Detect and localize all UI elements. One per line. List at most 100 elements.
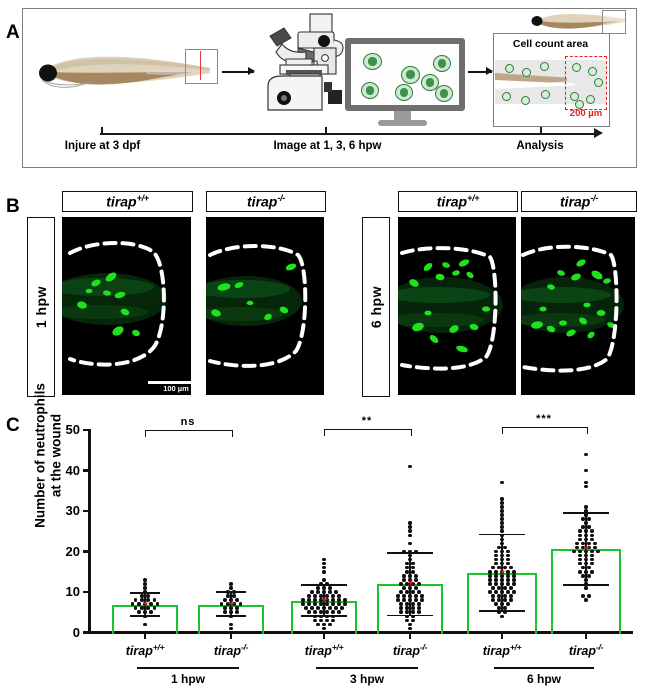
mean-marker: ✳ (583, 543, 591, 554)
data-point (512, 582, 516, 586)
data-point (488, 574, 492, 578)
data-point (229, 622, 233, 627)
x-category-label: tirap+/+ (482, 642, 522, 659)
x-category-label: tirap-/- (568, 642, 604, 659)
data-point (494, 574, 498, 578)
data-point (405, 606, 409, 610)
x-category-label: tirap-/- (213, 642, 249, 659)
data-point (417, 606, 421, 610)
data-point (506, 553, 510, 558)
micrograph-1hpw-ko (206, 217, 324, 395)
data-point (133, 598, 138, 602)
data-point (497, 610, 501, 615)
data-point (420, 594, 424, 598)
data-point (494, 561, 498, 566)
data-point (408, 521, 412, 525)
data-point (590, 561, 594, 566)
data-point (503, 610, 507, 615)
data-point (575, 545, 579, 550)
data-point (506, 569, 510, 574)
flow-arrow-1 (222, 68, 255, 75)
data-point (593, 541, 597, 546)
data-point (509, 598, 513, 602)
data-point (411, 569, 415, 574)
x-tick (409, 633, 412, 639)
data-point (590, 557, 594, 562)
significance-label: ** (361, 415, 373, 427)
data-point (313, 594, 317, 598)
data-point (575, 541, 579, 546)
data-point (408, 525, 412, 529)
tissue-notochord-highlight (495, 80, 575, 89)
data-point (399, 606, 403, 610)
stage-label-analysis: Analysis (516, 140, 564, 152)
error-bar-line (323, 584, 325, 616)
data-point (137, 602, 141, 606)
flow-arrow-2 (468, 68, 493, 75)
data-point (596, 549, 600, 554)
data-point (590, 569, 594, 574)
y-tick (83, 550, 89, 553)
data-point (417, 610, 421, 615)
data-point (411, 582, 415, 586)
data-point (307, 610, 311, 615)
data-point (319, 618, 323, 623)
data-point (497, 565, 501, 570)
data-point (316, 586, 320, 590)
zebrafish-larva-illustration-analysis (531, 13, 625, 29)
data-point (402, 598, 406, 602)
mean-marker: ✳ (142, 599, 150, 610)
panel-c-letter: C (6, 415, 20, 436)
data-point (343, 598, 347, 602)
data-point (140, 598, 144, 602)
data-point (137, 610, 141, 615)
data-point (316, 590, 320, 594)
scale-bar-label: 100 µm (163, 384, 189, 393)
monitor-illustration (345, 38, 465, 111)
group-underline (137, 667, 239, 670)
data-point (578, 537, 582, 542)
error-bar-line (230, 592, 232, 617)
data-point (155, 602, 160, 606)
data-point (411, 606, 415, 610)
x-category-label: tirap+/+ (304, 642, 344, 659)
data-point (590, 553, 594, 558)
data-point (500, 529, 504, 534)
data-point (325, 594, 329, 598)
data-point (402, 586, 406, 590)
data-point (584, 452, 588, 457)
error-bar-cap-upper (563, 512, 609, 514)
data-point (408, 464, 412, 469)
significance-bracket (145, 430, 233, 437)
timepoint-label-6hpw: 6 hpw (362, 217, 390, 397)
data-point (584, 509, 588, 513)
y-tick-label: 0 (72, 624, 80, 640)
injury-cut-line (200, 51, 202, 80)
micrograph-6hpw-wt (398, 217, 516, 395)
mean-marker: ✳ (321, 594, 329, 605)
data-point (584, 468, 588, 473)
data-point (310, 590, 314, 594)
data-point (405, 618, 409, 623)
significance-bracket (324, 429, 412, 436)
timeline-arrow-head (594, 128, 603, 138)
analysis-roi-box (602, 10, 626, 34)
data-point (587, 574, 591, 578)
data-point (402, 549, 406, 554)
data-point (405, 602, 409, 606)
data-point (590, 533, 594, 538)
data-point (325, 610, 329, 615)
data-point (325, 602, 329, 606)
error-bar-cap-upper (130, 591, 160, 594)
data-point (343, 602, 347, 606)
genotype-header-3: tirap+/+ (398, 191, 518, 212)
data-point (229, 586, 233, 590)
scale-bar (148, 381, 205, 384)
data-point (417, 602, 421, 606)
data-point (402, 574, 406, 578)
mean-marker: ✳ (407, 578, 415, 589)
data-point (497, 598, 501, 602)
data-point (229, 582, 233, 586)
timeline-tick-2 (325, 127, 327, 134)
data-point (506, 590, 510, 594)
